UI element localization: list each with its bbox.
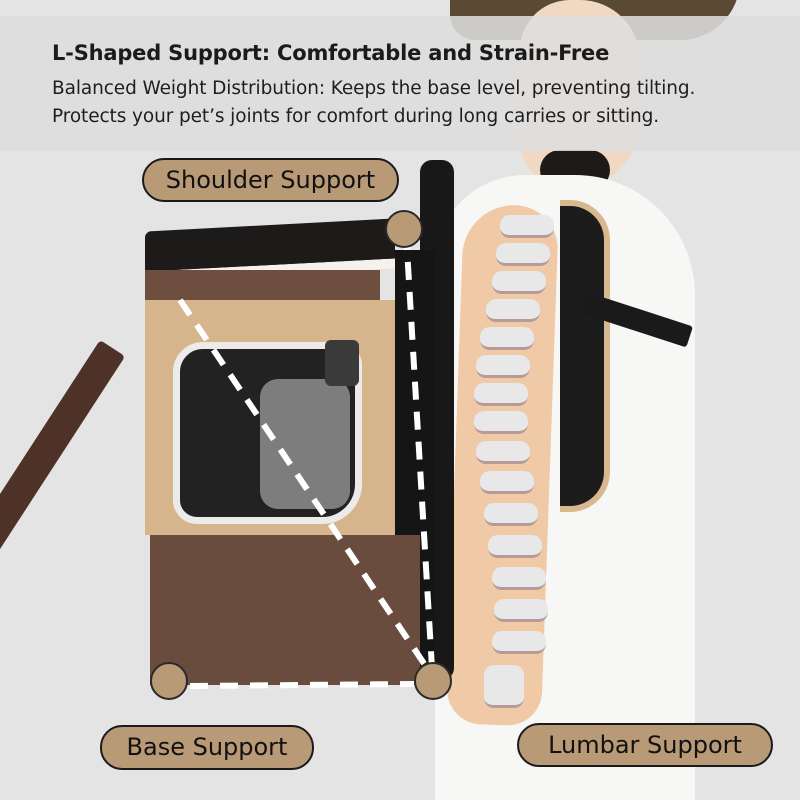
pet-carrier-backpack bbox=[145, 218, 435, 690]
lumbar-support-marker-icon bbox=[414, 662, 452, 700]
shoulder-strap-image bbox=[560, 200, 610, 512]
spine-illustration bbox=[470, 215, 554, 725]
bag-lower-panel bbox=[150, 535, 420, 685]
bag-top-band bbox=[145, 270, 380, 300]
shoulder-support-label: Shoulder Support bbox=[142, 158, 399, 202]
description-line-1: Balanced Weight Distribution: Keeps the … bbox=[52, 78, 696, 99]
lumbar-support-label: Lumbar Support bbox=[517, 723, 773, 767]
shoulder-support-marker-icon bbox=[385, 210, 423, 248]
header-band bbox=[0, 16, 800, 151]
headline: L-Shaped Support: Comfortable and Strain… bbox=[52, 41, 610, 65]
base-support-label: Base Support bbox=[100, 725, 314, 770]
strap-buckle bbox=[325, 340, 359, 386]
base-support-marker-icon bbox=[150, 662, 188, 700]
description-line-2: Protects your pet’s joints for comfort d… bbox=[52, 106, 660, 127]
shoulder-sling-strap bbox=[0, 340, 126, 608]
